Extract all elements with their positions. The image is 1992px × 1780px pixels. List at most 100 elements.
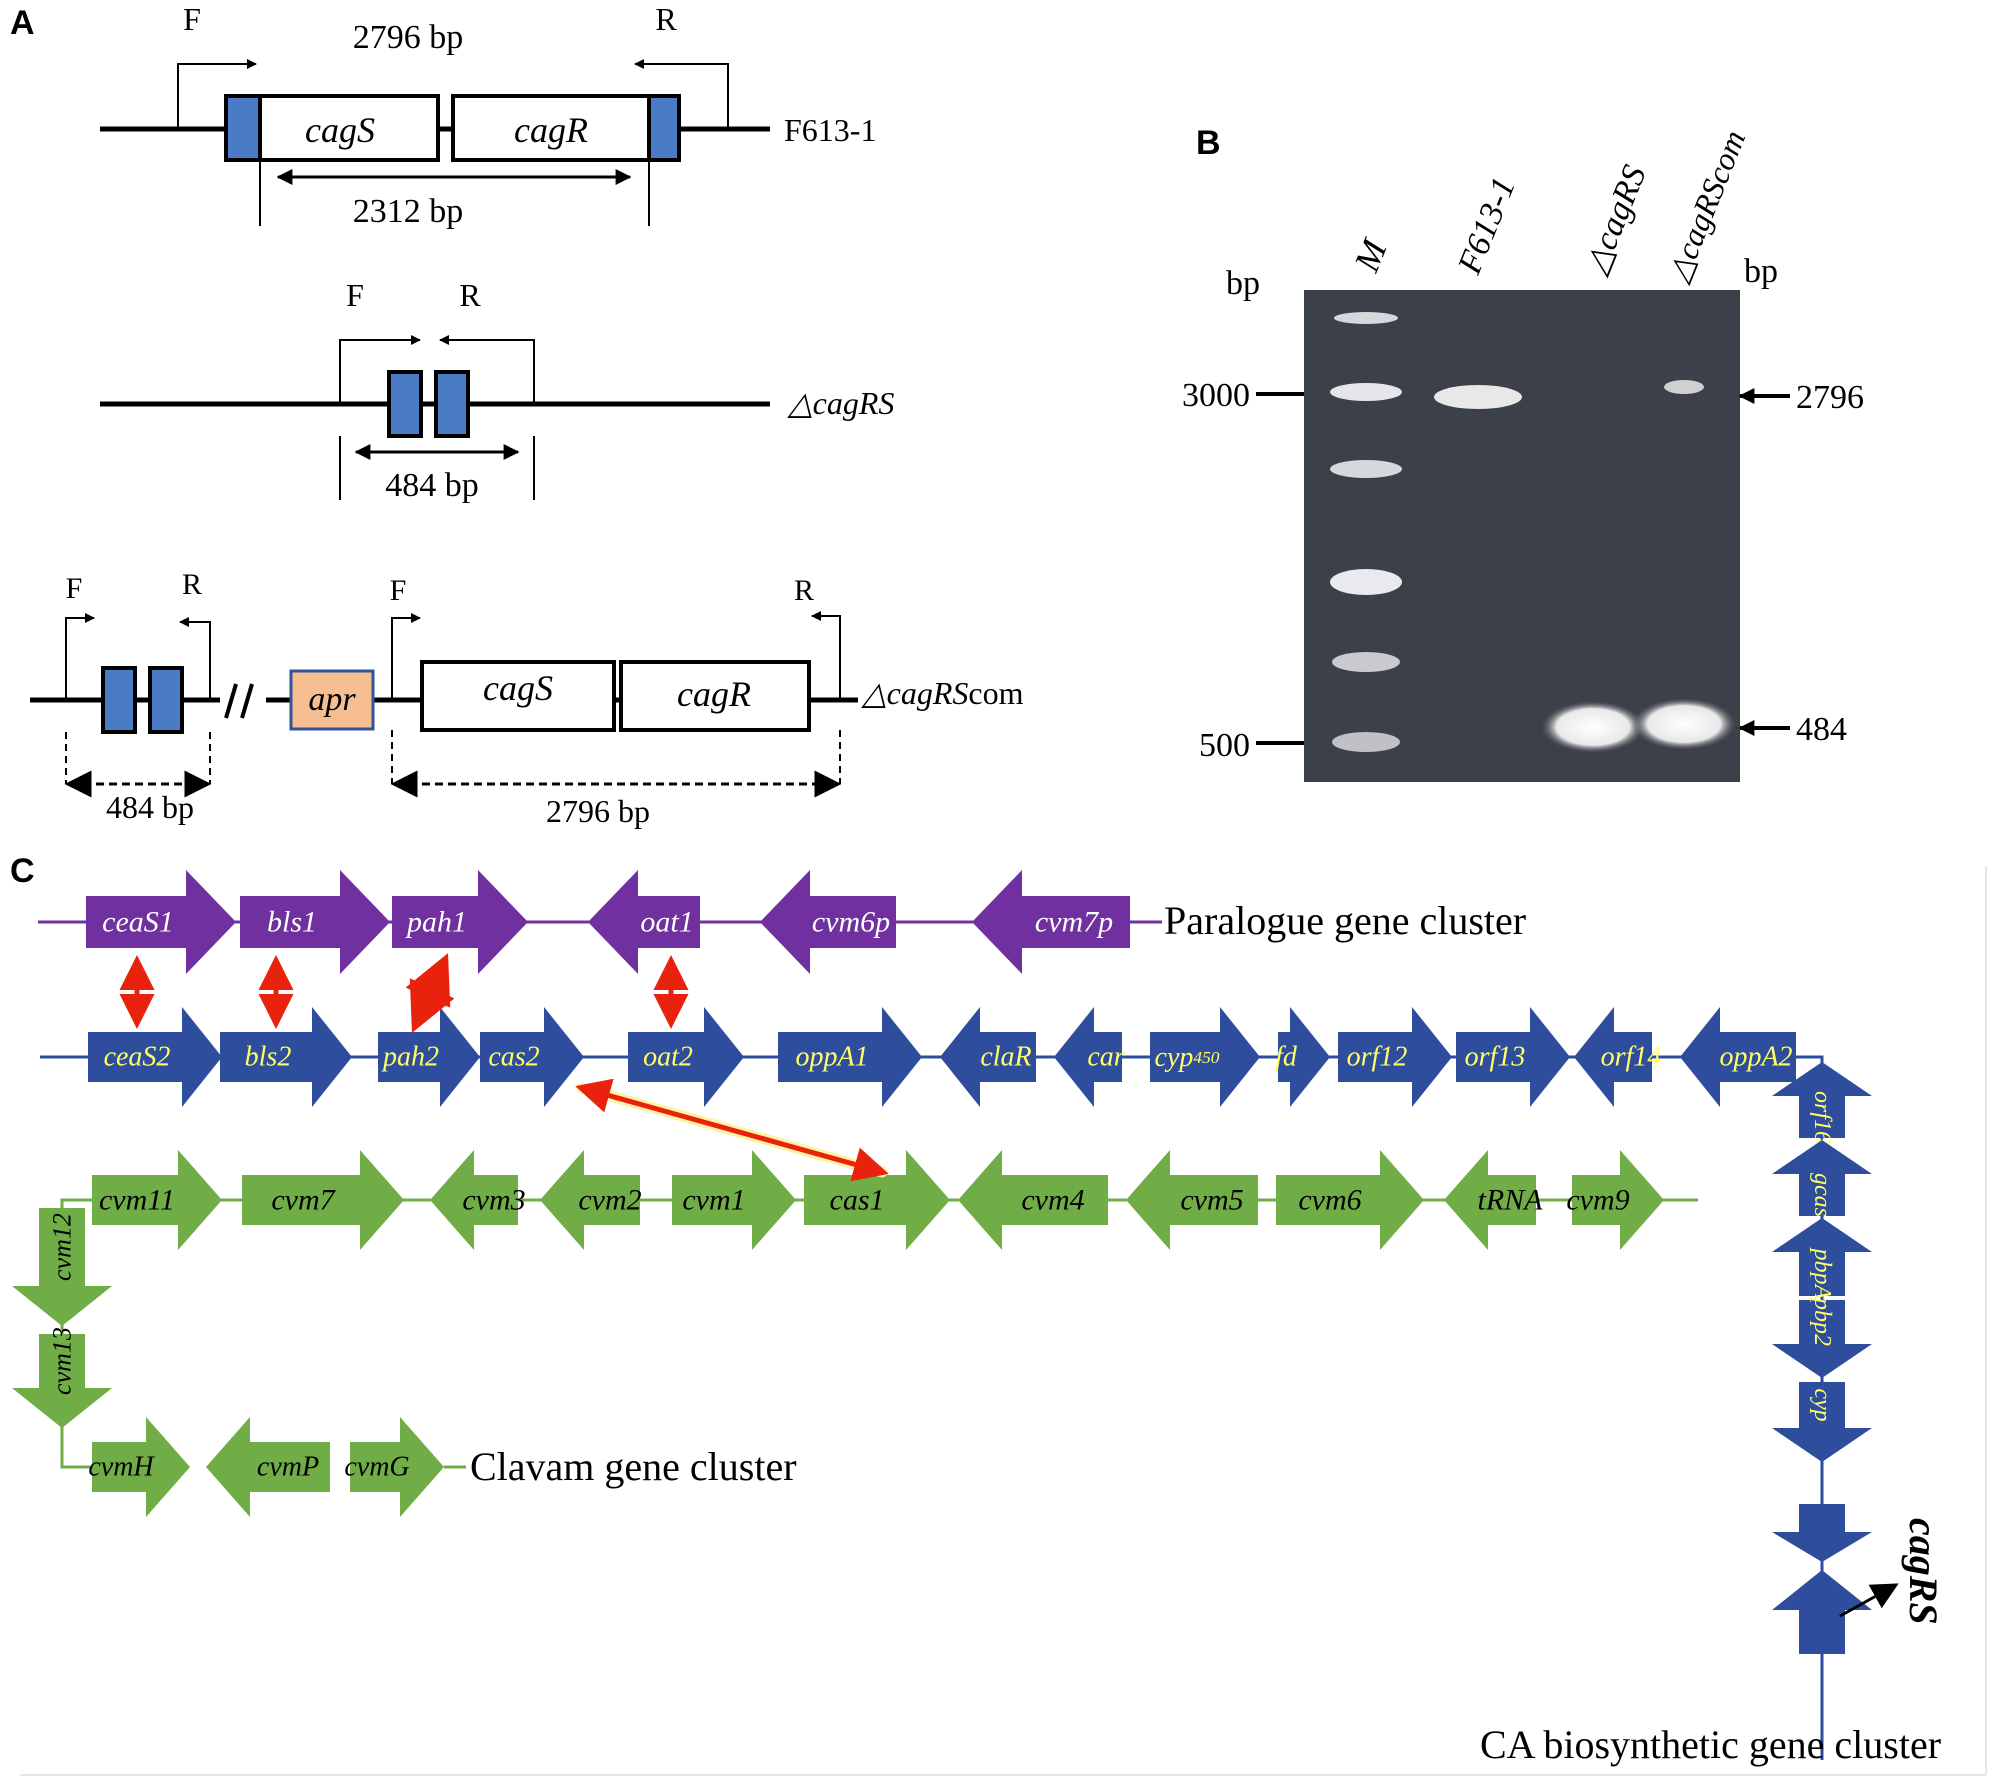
flank-box-left <box>224 94 262 162</box>
band-f613-1-2796 <box>1434 385 1522 409</box>
primer-r-label: R <box>459 277 481 313</box>
gene-label-cvm7: cvm7 <box>271 1184 336 1217</box>
gene-label-cvmP: cvmP <box>257 1452 319 1483</box>
gene-label-tRNA: tRNA <box>1478 1184 1544 1217</box>
gene-label-cvm9: cvm9 <box>1566 1184 1629 1217</box>
apr-marker-box <box>289 669 375 731</box>
ladder-label-500: 500 <box>1199 727 1250 764</box>
primer-r2-label: R <box>794 574 814 607</box>
gene-arrow-orf14 <box>1574 1007 1652 1107</box>
gene-label-orf16: orf16 <box>1809 1091 1835 1143</box>
amplicon-size-label: 2796 bp <box>353 19 464 56</box>
deletion-size-label: 2312 bp <box>353 193 464 230</box>
gene-label-cvm3: cvm3 <box>462 1184 525 1217</box>
gene-arrow-pah2 <box>378 1007 480 1107</box>
flank-box-left <box>101 666 137 734</box>
gene-label-oat2: oat2 <box>643 1042 693 1073</box>
gene-arrow-fd <box>1278 1007 1330 1107</box>
construct-f613-1: cagS cagR F R 2796 bp 2312 bp F613-1 <box>100 1 876 230</box>
gene-label-cvm7p: cvm7p <box>1035 906 1113 939</box>
gene-label-cvm13: cvm13 <box>48 1327 77 1395</box>
gene-label-cvm11: cvm11 <box>99 1184 175 1217</box>
construct-delta-cagrs: F R 484 bp △cagRS <box>100 277 894 504</box>
gene-arrow-cvm9 <box>1572 1150 1664 1250</box>
gene-arrow-cvm3 <box>430 1150 518 1250</box>
primer-r-arrow <box>634 59 729 129</box>
band-delta-cagrs-com-2796 <box>1664 380 1704 394</box>
flank-box-right <box>148 666 184 734</box>
gene-label-oppA2: oppA2 <box>1719 1042 1792 1073</box>
construct-delta-cagrs-com: apr cagS cagR F R F R 484 bp 2796 bp △ca… <box>30 568 1024 829</box>
gene-label-fd: fd <box>1275 1042 1298 1073</box>
lane-label-delta-cagrs: △cagRS <box>1577 160 1654 280</box>
gene-label-cvm12: cvm12 <box>48 1213 77 1281</box>
strain-label-delta-cagrs: △cagRS <box>787 385 894 421</box>
link-cas2-cas1 <box>575 1078 889 1182</box>
gene-arrow-oppA2 <box>1680 1007 1796 1107</box>
ladder-band <box>1330 383 1402 401</box>
gene-arrow-cyp450 <box>1150 1007 1260 1107</box>
gene-label-orf13: orf13 <box>1465 1042 1526 1073</box>
gene-label-cagr: cagR <box>677 674 751 714</box>
ladder-band <box>1334 312 1398 324</box>
gene-label-cvm1: cvm1 <box>682 1184 745 1217</box>
gene-label-cvm2: cvm2 <box>578 1184 641 1217</box>
ladder-band <box>1332 652 1400 672</box>
gene-arrow-claR <box>940 1007 1036 1107</box>
gene-label-gcas: gcas <box>1809 1173 1835 1217</box>
gene-label-bls2: bls2 <box>245 1042 292 1073</box>
primer-r1-arrow <box>179 617 211 700</box>
primer-f2-label: F <box>390 574 407 607</box>
gene-arrow-cvm13 <box>12 1334 112 1428</box>
bp-label-left: bp <box>1226 265 1260 302</box>
gene-arrow-cagr-unlabeled <box>1772 1504 1872 1562</box>
strain-label-italic: △cagRS <box>861 675 968 711</box>
link-pah1-pah2 <box>405 953 455 1033</box>
gene-arrow-cvm5 <box>1126 1150 1258 1250</box>
break-mark-2 <box>240 683 254 719</box>
band-delta-cagrs-484 <box>1541 701 1645 753</box>
gene-label-cags: cagS <box>305 110 375 150</box>
gene-label-cas1: cas1 <box>830 1184 885 1217</box>
strain-label-suffix: com <box>968 675 1023 711</box>
gene-arrow-cvm12 <box>12 1208 112 1326</box>
panel-label-c: C <box>10 852 35 890</box>
ca-cluster-label: CA biosynthetic gene cluster <box>1480 1722 1941 1767</box>
ladder-band <box>1332 732 1400 752</box>
gene-arrow-pah1 <box>392 870 528 974</box>
gene-label-ceaS2: ceaS2 <box>104 1042 171 1073</box>
flank-box-left <box>387 370 423 438</box>
gene-arrow-pbpA <box>1772 1218 1872 1296</box>
gene-label-cyp450: cyp450 <box>1155 1042 1220 1073</box>
gene-arrow-car <box>1054 1007 1122 1107</box>
primer-f1-label: F <box>66 572 83 605</box>
gene-label-claR: claR <box>980 1042 1031 1073</box>
gene-arrow-cas2 <box>480 1007 584 1107</box>
gene-arrow-cvm4 <box>958 1150 1108 1250</box>
gene-arrow-pbp2 <box>1772 1300 1872 1378</box>
paralogue-links <box>119 953 889 1182</box>
primer-r2-arrow <box>811 611 841 700</box>
panel-a: A cagS cagR F R 2796 bp 2312 bp F613-1 <box>10 1 1024 829</box>
primer-f1-arrow <box>65 613 95 700</box>
amplicon-size-label: 484 bp <box>385 467 479 504</box>
primer-f2-arrow <box>391 613 421 700</box>
gene-box-cagr <box>451 94 651 162</box>
gene-arrow-cvm11 <box>92 1150 222 1250</box>
lane-label-m: M <box>1346 232 1395 278</box>
gene-label-pbpA: pbpA <box>1809 1247 1835 1300</box>
panel-b: B M F613-1 △cagRS △cagRScom bp bp 3000 5… <box>1182 124 1864 782</box>
gene-label-orf12: orf12 <box>1347 1042 1408 1073</box>
gene-arrow-tRNA <box>1444 1150 1536 1250</box>
ladder-label-3000: 3000 <box>1182 377 1250 414</box>
gene-label-oat1: oat1 <box>640 906 693 939</box>
gene-arrow-gcas <box>1772 1140 1872 1216</box>
primer-f-label: F <box>346 277 364 313</box>
band-delta-cagrs-com-484 <box>1632 698 1736 750</box>
gene-label-cvm5: cvm5 <box>1180 1184 1243 1217</box>
gene-label-cvm6p: cvm6p <box>812 906 890 939</box>
gene-arrow-cyp <box>1772 1382 1872 1462</box>
gene-arrow-cvmH <box>92 1417 190 1517</box>
primer-r-label: R <box>655 1 677 37</box>
